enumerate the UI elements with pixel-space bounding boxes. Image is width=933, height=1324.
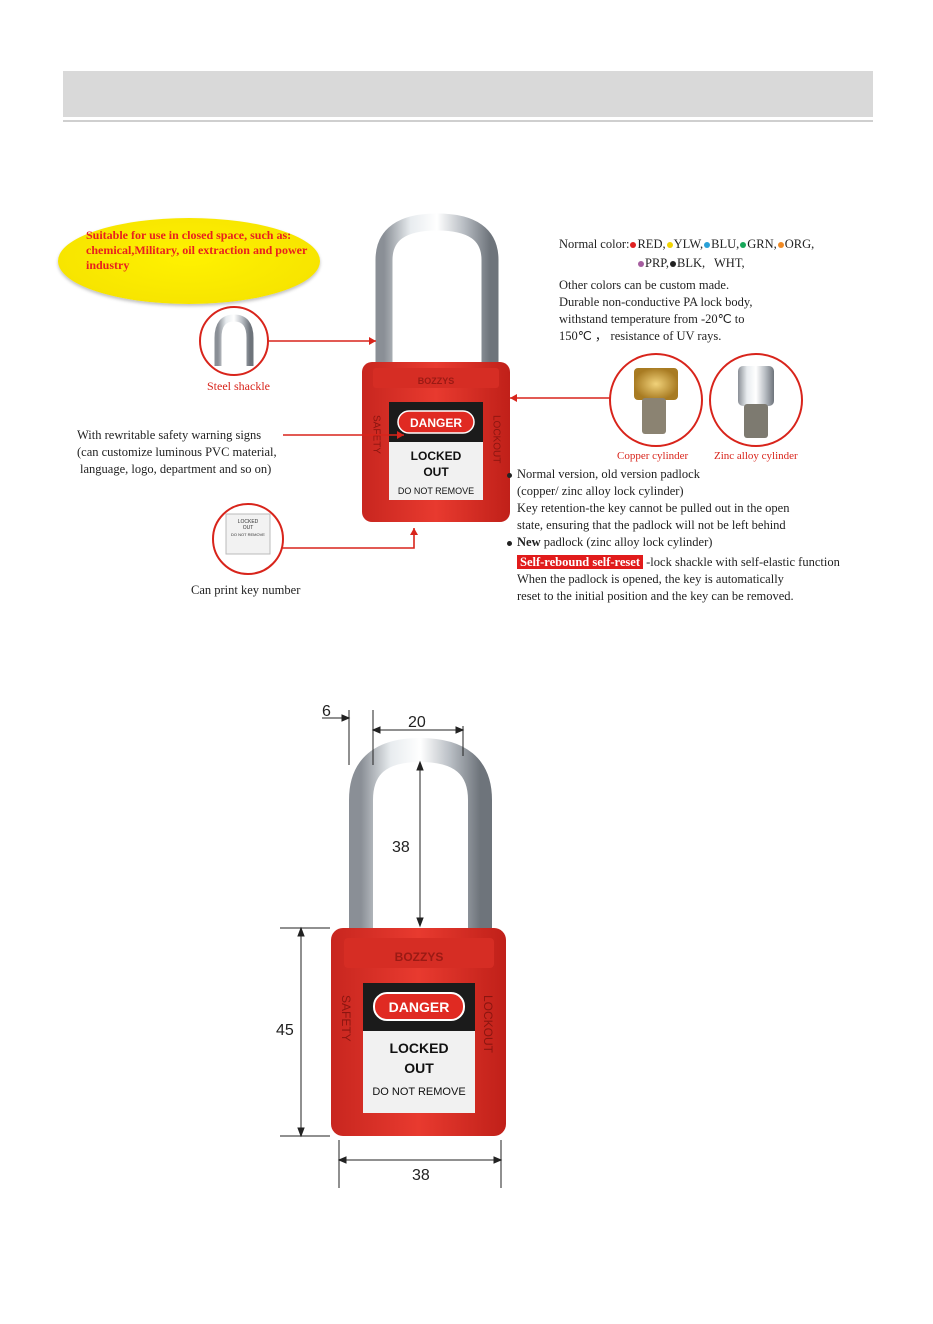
dim-tag-danger: DANGER [389,999,450,1015]
color-dot-icon [638,260,644,267]
svg-text:OUT: OUT [243,525,254,531]
tag-locked: LOCKED [411,449,462,463]
application-callout [58,218,320,304]
color-name: RED, [637,237,666,251]
color-name: GRN, [747,237,777,251]
dim-body-height: 45 [276,1022,294,1039]
dim-shackle-diameter: 6 [322,703,331,720]
dim-side-safety: SAFETY [339,995,353,1042]
color-dot-icon [740,241,747,248]
product-illustration: BOZZYS DANGER LOCKED OUT DO NOT REMOVE S… [199,213,803,575]
zinc-cylinder-label: Zinc alloy cylinder [714,450,798,462]
application-callout-text: Suitable for use in closed space, such a… [86,228,308,272]
color-dot-icon [669,260,676,267]
dim-lock-shackle [349,737,492,940]
copper-cylinder-label: Copper cylinder [617,450,689,462]
dim-tag-out: OUT [404,1060,434,1076]
steel-shackle-label: Steel shackle [207,379,270,393]
side-lockout: LOCKOUT [491,415,502,463]
dimension-drawing: BOZZYS DANGER LOCKED OUT DO NOT REMOVE S… [280,710,506,1188]
color-name: YLW, [673,237,704,251]
color-list: Normal color:RED,YLW,BLU,GRN,ORG, PRP,BL… [559,236,889,272]
color-dot-icon [777,241,784,248]
color-dot-icon [704,241,711,248]
color-name: BLU, [711,237,740,251]
tag-danger: DANGER [410,416,462,430]
dim-brand: BOZZYS [395,950,444,964]
dim-shackle-width: 20 [408,714,426,731]
color-dot-icon [666,241,673,248]
color-name: PRP, [645,256,669,270]
bullet-icon [507,540,512,546]
lock-brand: BOZZYS [418,376,455,386]
header-bar [63,71,873,117]
lock-shackle [375,213,499,372]
dim-side-lockout: LOCKOUT [481,995,495,1054]
color-name: BLK, [676,256,706,270]
versions-text: Normal version, old version padlock (cop… [507,466,907,605]
header-divider [63,120,873,122]
tag-do-not-remove: DO NOT REMOVE [398,486,474,496]
dim-body-width: 38 [412,1167,430,1184]
dim-tag-remove: DO NOT REMOVE [372,1086,465,1098]
color-line-2: PRP, BLK, WHT, [559,255,889,272]
color-line-1: Normal color:RED,YLW,BLU,GRN,ORG, [559,237,815,251]
tag-out: OUT [423,465,449,479]
dim-tag-locked: LOCKED [389,1040,448,1056]
print-key-label: Can print key number [191,583,301,597]
svg-text:DO NOT REMOVE: DO NOT REMOVE [231,532,265,537]
svg-text:LOCKED: LOCKED [238,519,259,525]
color-name: WHT, [711,256,745,270]
features-text: Other colors can be custom made. Durable… [559,278,753,343]
warning-signs-text: With rewritable safety warning signs (ca… [77,428,277,476]
dim-shackle-height: 38 [392,839,410,856]
color-dot-icon [630,241,637,248]
self-reset-badge: Self-rebound self-reset [517,555,644,569]
color-name: ORG, [784,237,815,251]
bullet-icon [507,472,512,478]
